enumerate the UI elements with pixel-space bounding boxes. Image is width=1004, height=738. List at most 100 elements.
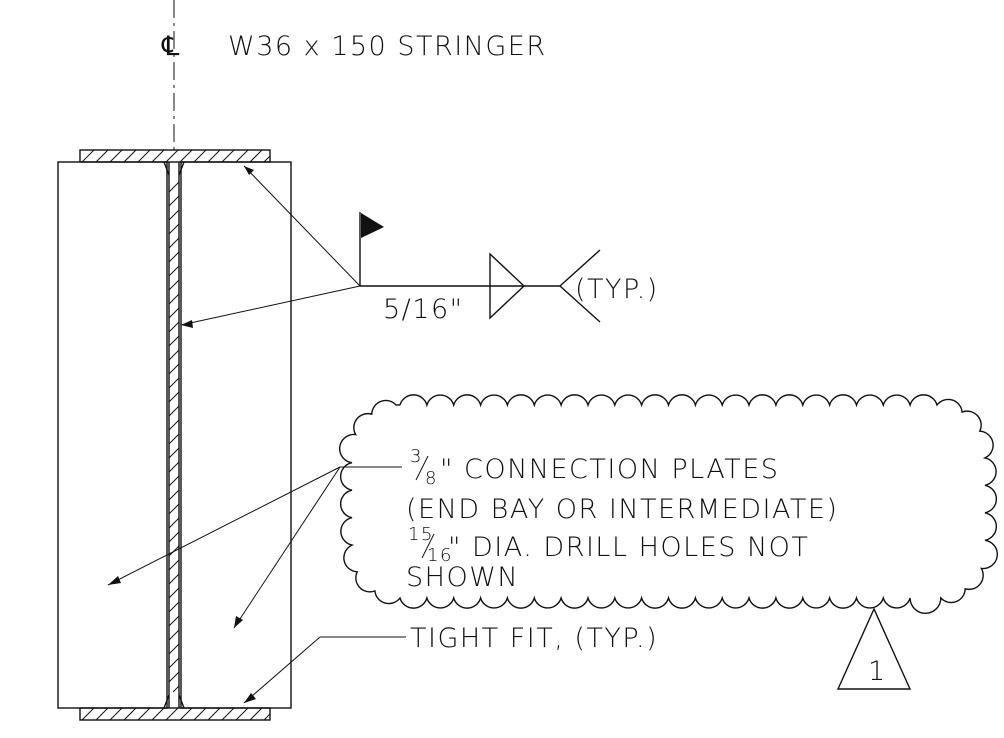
hatch-line [151,149,165,163]
note-fraction-den: 16 [427,545,453,566]
hatch-line [168,433,180,445]
hatch-line [221,149,235,163]
revision-cloud [338,394,999,614]
revision-number: 1 [868,656,887,687]
hatch-line [168,279,180,291]
hatch-line [137,707,151,721]
hatch-line [172,685,180,693]
hatch-line [95,707,109,721]
hatch-line [168,321,180,333]
web-hatch [168,181,180,693]
web-fillet-welds [163,161,185,709]
hatch-line [168,251,180,263]
hatch-line [168,671,180,683]
hatch-line [168,461,180,473]
web [168,162,180,708]
hatch-line [168,657,180,669]
weld-size: 5/16" [383,294,464,325]
hatch-line [168,587,180,599]
weld-tail-note: (TYP.) [575,274,659,305]
hatch-line [168,559,180,571]
hatch-line [168,237,180,249]
hatch-line [168,195,180,207]
hatch-line [168,223,180,235]
hatch-line [235,707,249,721]
hatch-line [168,517,180,529]
hatch-line [109,149,123,163]
hatch-line [168,629,180,641]
hatch-line [168,363,180,375]
hatch-line [168,601,180,613]
hatch-line [168,391,180,403]
hatch-line [168,335,180,347]
hatch-line [168,419,180,431]
hatch-line [207,707,221,721]
hatch-line [168,265,180,277]
hatch-line [235,149,249,163]
hatch-line [123,149,137,163]
right-connection-plate [180,161,292,709]
hatch-line [168,615,180,627]
hatch-line [221,707,235,721]
arrowhead [234,616,243,628]
hatch-line [193,149,207,163]
note-fraction-num: 15 [408,524,434,545]
field-weld-flag [361,213,384,238]
arrowhead [244,693,256,703]
fillet-weld-symbol [489,252,526,320]
hatch-line [137,149,151,163]
title-text: W36 x 150 STRINGER [228,31,547,62]
note-line-4: SHOWN [406,562,519,593]
hatch-line [81,149,95,163]
hatch-line [168,447,180,459]
hatch-line [165,149,179,163]
hatch-line [168,377,180,389]
hatch-line [168,307,180,319]
hatch-line [263,713,271,721]
weld-symbol: 5/16" (TYP.) [359,212,659,325]
weld-tail [558,249,601,323]
arrowhead [181,320,193,328]
hatch-line [179,707,193,721]
hatch-line [168,293,180,305]
arrowhead [244,166,254,175]
hatch-line [249,149,263,163]
bottom-flange-hatch [81,707,271,721]
hatch-line [168,489,180,501]
hatch-line [151,707,165,721]
left-connection-plate [57,161,168,709]
bottom-flange [79,707,271,721]
note-fraction-num: 3 [410,446,423,467]
hatch-line [168,531,180,543]
hatch-line [168,405,180,417]
hatch-line [168,209,180,221]
hatch-line [168,573,180,585]
hatch-line [249,707,263,721]
hatch-line [168,503,180,515]
weld-leaders [180,165,361,328]
hatch-line [109,707,123,721]
note-line-1: " CONNECTION PLATES [440,454,779,485]
plate-note-leaders [107,466,402,629]
hatch-line [179,149,193,163]
hatch-line [168,475,180,487]
hatch-line [263,155,271,163]
top-flange [79,149,271,163]
top-flange-hatch [81,149,271,163]
hatch-line [95,149,109,163]
hatch-line [207,149,221,163]
note-fraction-den: 8 [425,468,438,489]
hatch-line [165,707,179,721]
hatch-line [123,707,137,721]
centerline-symbol: ℄ [161,31,181,62]
revision-triangle: 1 [836,607,912,690]
note-line-3: " DIA. DRILL HOLES NOT [448,532,809,563]
tight-fit-note-group: TIGHT FIT, (TYP.) [243,623,658,704]
note-line-2: (END BAY OR INTERMEDIATE) [406,494,838,525]
hatch-line [193,707,207,721]
hatch-line [168,181,180,193]
tight-fit-note: TIGHT FIT, (TYP.) [410,623,658,654]
hatch-line [81,707,95,721]
hatch-line [168,643,180,655]
